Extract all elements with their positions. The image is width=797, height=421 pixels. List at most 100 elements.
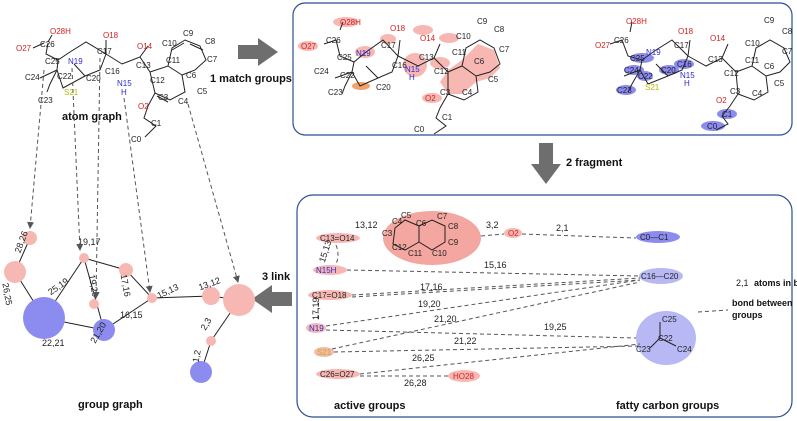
m2-c12: C12 — [724, 69, 739, 78]
m2-c16: C16 — [677, 60, 692, 69]
frag-s21: S21 — [317, 348, 332, 357]
m2-c25: C25 — [630, 54, 645, 63]
atom-c22: C22 — [57, 72, 72, 81]
m1-h: H — [409, 73, 415, 82]
match-groups-arrow: 1 match groups — [210, 38, 292, 85]
m2-c11: C11 — [745, 56, 760, 65]
edge-1-2: 1,2 — [191, 349, 203, 363]
m2-c20: C20 — [661, 66, 676, 75]
frag-c16-c20-bg — [639, 268, 683, 284]
atom-c13: C13 — [136, 61, 151, 70]
m2-c7: C7 — [782, 47, 793, 56]
atom-o14: O14 — [137, 42, 153, 51]
atom-c16: C16 — [105, 67, 120, 76]
frag-c10: C10 — [432, 249, 447, 258]
match-groups-label: 1 match groups — [210, 73, 292, 85]
edge-19-17: 19,17 — [78, 237, 101, 247]
fragment-links: 13,12 3,2 2,1 15,13 15,16 17,16 17,19 19… — [311, 220, 729, 388]
group-node-c17-o18 — [119, 263, 133, 277]
atom-c0: C0 — [131, 135, 142, 144]
bond-19-25: 19,25 — [544, 322, 567, 332]
m1-c22: C22 — [340, 71, 355, 80]
fatty-carbon-groups-caption: fatty carbon groups — [616, 400, 719, 412]
m2-c4: C4 — [752, 89, 763, 98]
m2-o18: O18 — [678, 27, 694, 36]
m2-c0: C0 — [707, 122, 718, 131]
frag-c12: C12 — [392, 243, 407, 252]
active-groups-caption: active groups — [334, 400, 406, 412]
fragment-panel — [296, 194, 793, 418]
m1-c11: C11 — [452, 48, 467, 57]
atom-c24: C24 — [25, 73, 40, 82]
m2-c23: C23 — [617, 86, 632, 95]
group-node-fatty-ring — [23, 297, 65, 339]
m1-c13: C13 — [419, 53, 434, 62]
m1-o28h: O28H — [340, 18, 361, 27]
atom-o18: O18 — [103, 31, 119, 40]
frag-c24: C24 — [677, 345, 692, 354]
m2-o27: O27 — [595, 41, 611, 50]
m2-o28h: O28H — [626, 17, 647, 26]
m2-c6: C6 — [764, 62, 775, 71]
m1-o27: O27 — [301, 42, 317, 51]
atom-c6: C6 — [186, 71, 197, 80]
atom-h: H — [121, 88, 127, 97]
bond-17-19: 17,19 — [311, 297, 321, 320]
frag-c17-o18-bg — [308, 290, 352, 300]
group-graph: 28,26 26,25 25,19 19,17 19,20 17,16 22,2… — [0, 230, 255, 411]
frag-c8: C8 — [448, 222, 459, 231]
m1-c6: C6 — [474, 57, 485, 66]
m1-c10: C10 — [456, 32, 471, 41]
active-groups: C4 C3 C12 C5 C6 C11 C7 C8 C9 C10 C13=O14… — [306, 211, 522, 382]
bond-21-20: 21,20 — [434, 314, 457, 324]
atom-o27: O27 — [16, 44, 32, 53]
m1-c5: C5 — [488, 75, 499, 84]
frag-c22: C22 — [658, 334, 673, 343]
m1-c20: C20 — [376, 83, 391, 92]
frag-c16-c20: C16—C20 — [641, 272, 679, 281]
edge-17-16: 17,16 — [119, 273, 133, 297]
frag-s21-bg — [314, 347, 334, 357]
m1-n19: N19 — [356, 49, 371, 58]
m1-c1: C1 — [442, 113, 453, 122]
frag-o2-bg — [504, 228, 522, 238]
edge-22-21: 22,21 — [42, 338, 65, 348]
bond-26-25: 26,25 — [412, 353, 435, 363]
m1-c3: C3 — [440, 88, 451, 97]
atom-n19: N19 — [68, 57, 83, 66]
m1-c8: C8 — [494, 25, 505, 34]
frag-c25: C25 — [662, 315, 677, 324]
legend-atoms-value: 2,1 — [736, 278, 749, 288]
m2-n19: N19 — [646, 48, 661, 57]
m2-c3: C3 — [730, 87, 741, 96]
group-node-n19 — [79, 253, 89, 263]
frag-c26-o27-bg — [316, 369, 360, 379]
frag-c17-o18: C17=O18 — [312, 291, 347, 300]
m2-c5: C5 — [774, 79, 785, 88]
fatty-groups: C0—C1 C16—C20 C25 C22 C23 C24 — [636, 231, 696, 365]
frag-c13-o14: C13=O14 — [320, 234, 355, 243]
m1-n15: N15 — [405, 65, 420, 74]
atom-c12: C12 — [150, 76, 165, 85]
fragment-label: 2 fragment — [566, 157, 623, 169]
edge-2-3: 2,3 — [199, 316, 214, 332]
frag-n15h-bg — [313, 265, 347, 275]
group-node-s21 — [89, 299, 99, 309]
edge-25-19: 25,19 — [46, 276, 70, 297]
frag-c26-o27: C26=O27 — [320, 370, 355, 379]
frag-c3: C3 — [382, 229, 393, 238]
m1-c16: C16 — [392, 61, 407, 70]
m2-o14: O14 — [710, 34, 726, 43]
frag-c4: C4 — [392, 217, 403, 226]
bond-2-1: 2,1 — [556, 223, 569, 233]
frag-c5: C5 — [401, 211, 412, 220]
m2-c9: C9 — [764, 16, 775, 25]
atom-c8: C8 — [205, 37, 216, 46]
atom-c20: C20 — [86, 74, 101, 83]
m2-c24: C24 — [624, 66, 639, 75]
group-node-c26-o27 — [4, 261, 26, 283]
frag-ho28-bg — [448, 370, 480, 382]
m1-c24: C24 — [314, 67, 329, 76]
atom-c1: C1 — [151, 119, 162, 128]
m2-c10: C10 — [745, 39, 760, 48]
